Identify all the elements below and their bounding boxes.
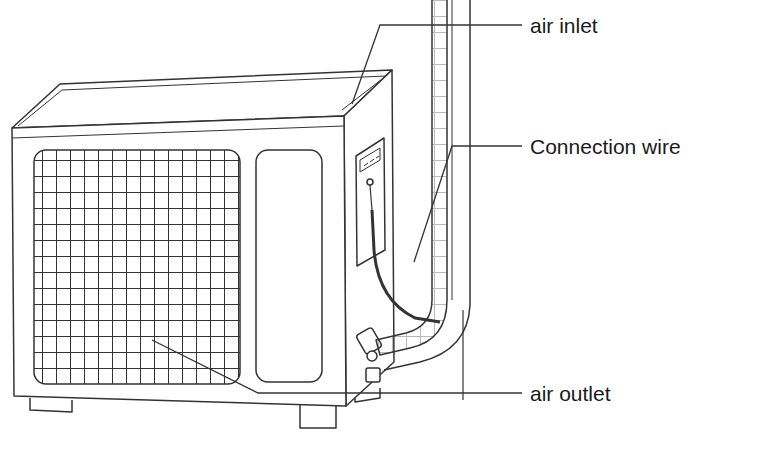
leader-line: [352, 25, 522, 104]
front-face: [12, 116, 346, 406]
part-label: air outlet: [528, 382, 613, 405]
leader-line: [152, 340, 522, 393]
front-panel: [256, 150, 322, 382]
side-face: [344, 70, 394, 406]
part-label: Connection wire: [528, 135, 683, 158]
valve: [366, 368, 380, 382]
service-cover: [356, 138, 385, 266]
foot: [300, 405, 336, 428]
part-label: air inlet: [528, 14, 600, 37]
drain-wire: [462, 310, 463, 400]
foot: [30, 398, 72, 412]
leader-line: [414, 146, 522, 262]
fan-grille: [34, 150, 240, 384]
